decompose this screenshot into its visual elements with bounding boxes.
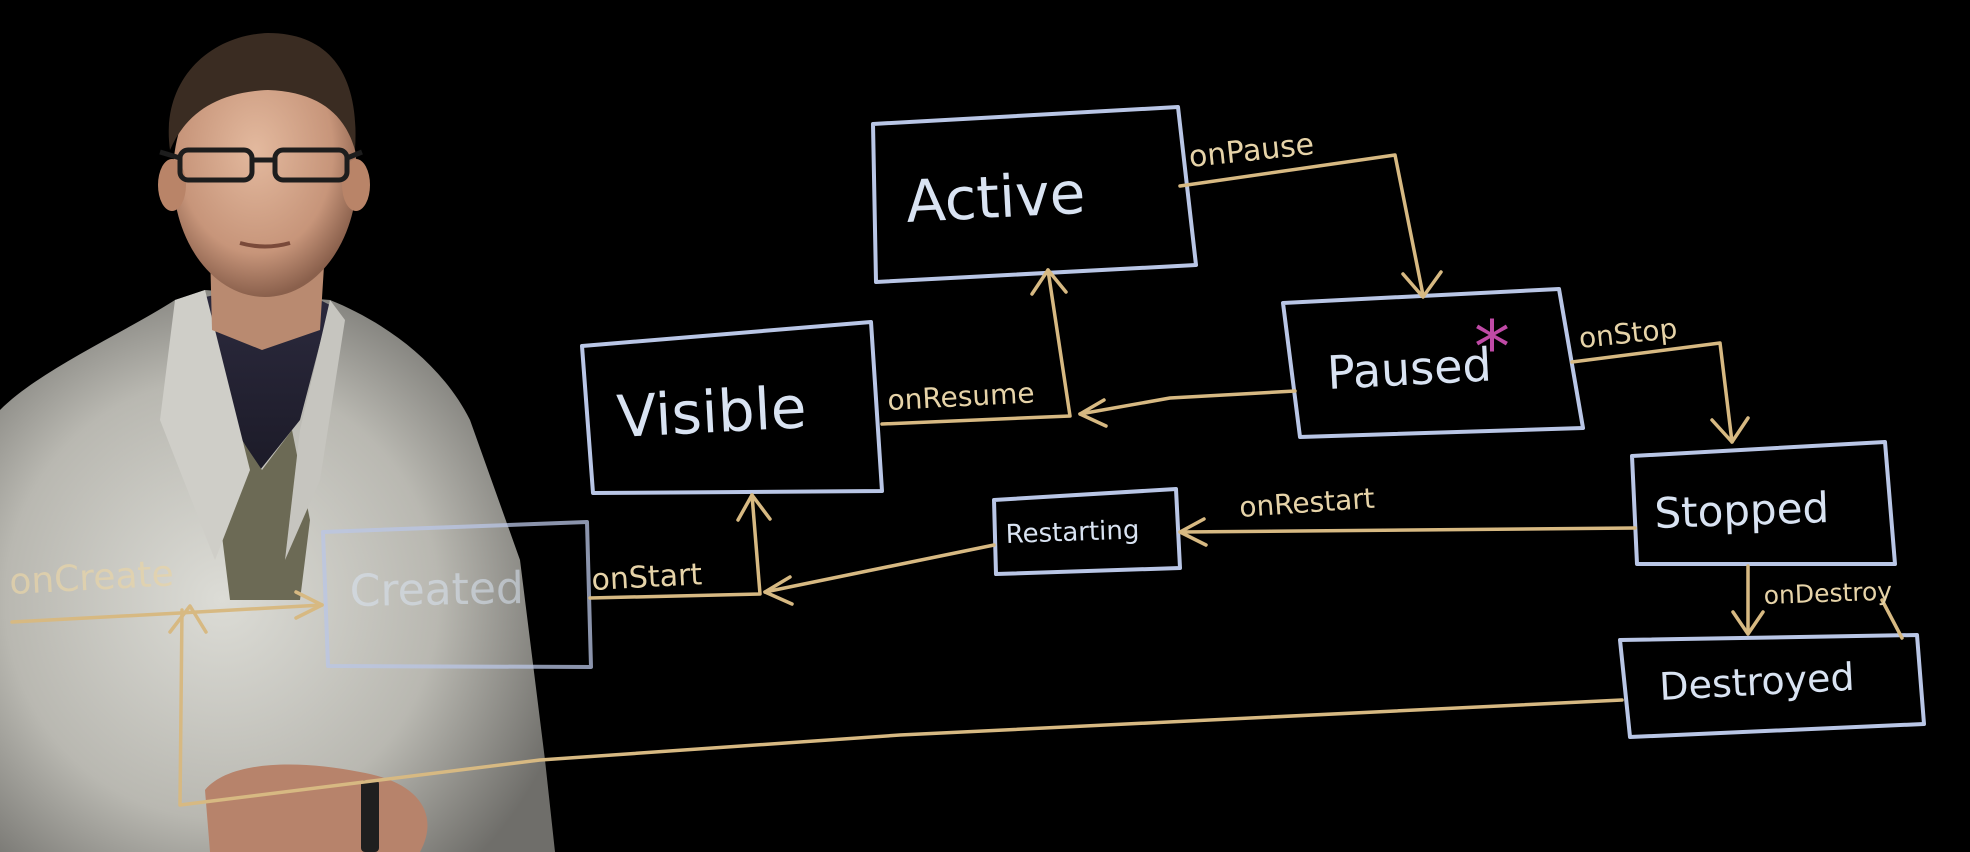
transition-paths [10, 153, 1904, 807]
transition-path-paused-return [1078, 389, 1297, 416]
arrowhead-restarting-out [763, 575, 794, 606]
state-label-created: Created [349, 563, 524, 617]
arrowhead-paused-return [1078, 398, 1108, 428]
arrowhead-onrestart [1178, 517, 1208, 547]
state-box-created [321, 520, 593, 669]
arrowhead-created-return [168, 604, 208, 634]
transition-label-ondestroy: onDestroy [1763, 577, 1893, 610]
state-box-destroyed [1618, 633, 1926, 739]
state-label-active: Active [904, 159, 1087, 236]
paused-star-marker: * [1474, 305, 1510, 389]
transition-label-onrestart: onRestart [1238, 482, 1376, 524]
head [173, 53, 357, 297]
coat-lapel-right [285, 300, 345, 560]
coat-lapel-left [160, 290, 250, 560]
state-label-visible: Visible [615, 373, 808, 451]
arrowhead-onresume [1030, 268, 1068, 296]
marker-pen [361, 780, 379, 852]
transition-path-onpause [1178, 153, 1425, 297]
state-box-visible [580, 320, 884, 495]
mouth [239, 241, 291, 249]
arrowhead-oncreate [294, 590, 324, 620]
glasses [159, 147, 363, 183]
transition-label-onresume: onResume [887, 376, 1036, 417]
state-labels: Active Paused Visible Stopped Restarting… [349, 159, 1855, 709]
arrowhead-onstop [1710, 416, 1750, 444]
transition-path-onstop [1570, 341, 1734, 444]
arrowhead-onpause [1401, 270, 1443, 299]
arrowhead-ondestroy [1731, 610, 1765, 636]
hair [168, 33, 356, 150]
state-boxes [321, 105, 1926, 739]
arrowhead-onstart [736, 493, 772, 522]
state-label-stopped: Stopped [1654, 483, 1830, 538]
transition-path-oncreate [10, 603, 324, 624]
transition-path-onstart [588, 493, 762, 600]
transition-path-ondestroy-side [1880, 598, 1904, 640]
transition-path-restarting-out [763, 543, 996, 594]
transition-path-destroyed-return [178, 608, 1624, 807]
state-label-destroyed: Destroyed [1658, 655, 1855, 709]
presenter [0, 33, 555, 852]
state-label-restarting: Restarting [1005, 515, 1140, 550]
state-box-restarting [992, 487, 1182, 576]
transition-label-oncreate: onCreate [8, 553, 174, 603]
state-box-active [871, 105, 1198, 284]
transition-label-onstart: onStart [591, 557, 704, 598]
transition-path-onresume [880, 268, 1072, 426]
transition-path-onrestart [1178, 526, 1637, 534]
state-label-paused: Paused [1326, 337, 1493, 400]
